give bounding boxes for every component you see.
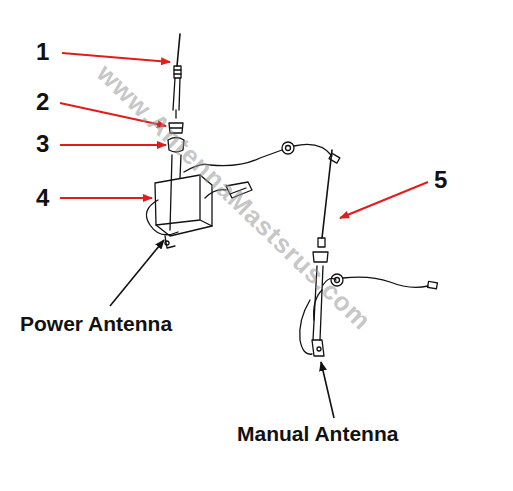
- callout-number: 2: [36, 88, 49, 116]
- callout-number: 3: [36, 130, 49, 158]
- callout-number: 1: [36, 38, 49, 66]
- part-caption: Manual Antenna: [237, 422, 398, 446]
- callout-number: 4: [36, 184, 49, 212]
- callout-number: 5: [434, 166, 447, 194]
- part-caption: Power Antenna: [20, 312, 172, 336]
